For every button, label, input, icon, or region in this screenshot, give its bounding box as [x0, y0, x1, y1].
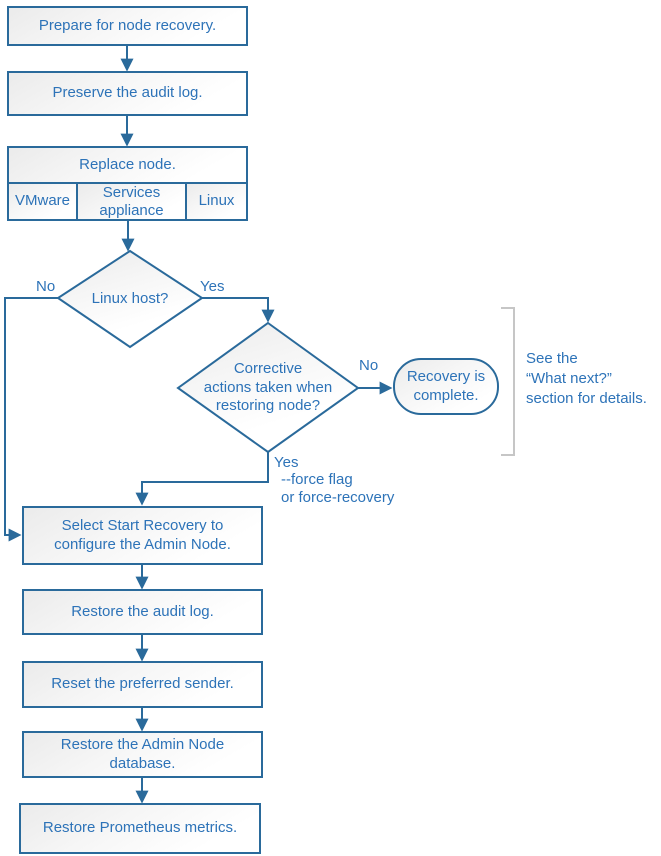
- step-replace-node: Replace node.: [7, 146, 248, 184]
- branch-label-yes-linux-host: Yes: [200, 278, 225, 295]
- connector-linux-host-yes: [202, 297, 275, 323]
- step-restore-prometheus-metrics: Restore Prometheus metrics.: [19, 803, 261, 854]
- platform-cell-services-appliance: Services appliance: [76, 182, 187, 221]
- force-flag-note: --force flag or force-recovery: [281, 471, 395, 506]
- step-prepare-for-node-recovery: Prepare for node recovery.: [7, 6, 248, 46]
- platform-cell-vmware: VMware: [7, 182, 78, 221]
- step-restore-admin-node-database: Restore the Admin Node database.: [22, 731, 263, 778]
- decision-linux-host-shape: [56, 249, 204, 349]
- branch-label-no-linux-host: No: [36, 278, 56, 295]
- branch-label-yes-corrective: Yes: [274, 454, 299, 471]
- branch-label-no-corrective: No: [359, 357, 379, 374]
- step-preserve-audit-log: Preserve the audit log.: [7, 71, 248, 116]
- step-reset-preferred-sender: Reset the preferred sender.: [22, 661, 263, 708]
- step-select-start-recovery: Select Start Recovery to configure the A…: [22, 506, 263, 565]
- decision-corrective-actions-label: Corrective actions taken when restoring …: [203, 359, 333, 415]
- platform-cell-linux: Linux: [185, 182, 248, 221]
- connector-corrective-yes: [135, 452, 269, 506]
- side-note-bracket: [501, 307, 515, 456]
- side-note-text: See the “What next?” section for details…: [526, 350, 647, 407]
- decision-linux-host-label: Linux host?: [91, 289, 169, 307]
- step-restore-audit-log: Restore the audit log.: [22, 589, 263, 635]
- connector-linux-host-no: [4, 297, 58, 542]
- terminator-recovery-complete: Recovery is complete.: [393, 358, 499, 415]
